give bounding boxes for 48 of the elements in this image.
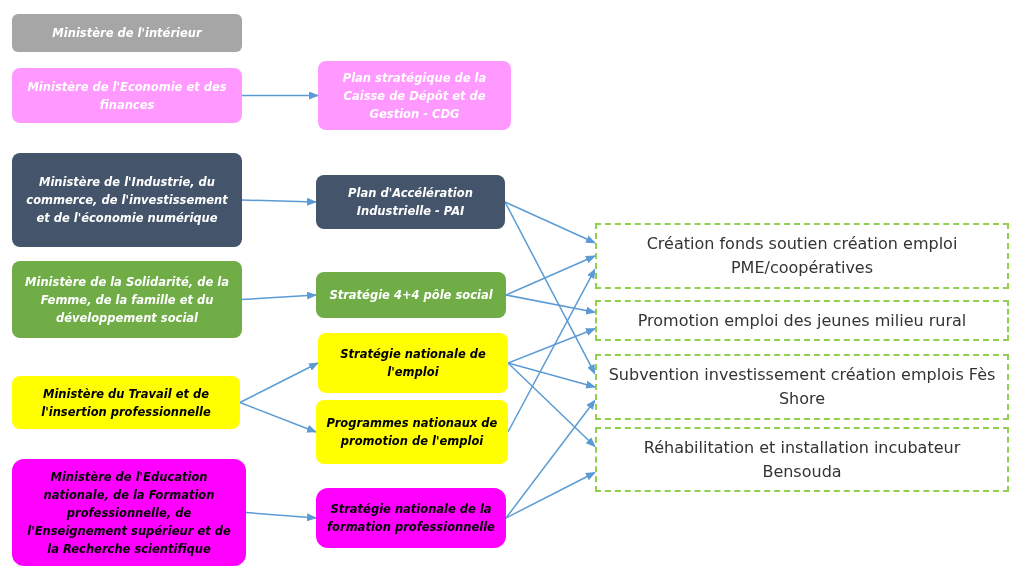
- arrow: [241, 91, 319, 100]
- action-box: [595, 223, 1009, 289]
- strategy-box: [316, 400, 508, 464]
- box-label: Ministère du Travail et de l'insertion professionnelle: [40, 385, 212, 421]
- ministry-box: [12, 376, 240, 429]
- ministry-box: [12, 153, 242, 247]
- box-label: Plan stratégique de la Caisse de Dépôt et de Gestion - CDG: [341, 69, 488, 123]
- arrow: [505, 255, 596, 296]
- box-label: Stratégie nationale de la formation professionnelle: [326, 501, 496, 536]
- ministry-box: [12, 68, 242, 123]
- box-label: Stratégie 4+4 pôle social: [329, 287, 493, 304]
- arrow: [241, 291, 317, 301]
- arrow: [505, 471, 596, 519]
- box-label: Ministère de l'Education nationale, de la Formation professionnelle, de l'Enseignement supérieur et de la Recherche scientifique: [26, 468, 232, 558]
- arrow: [239, 362, 319, 404]
- ministry-box: [12, 261, 242, 338]
- arrow: [507, 268, 596, 433]
- box-label: Ministère de la Solidarité, de la Femme, de la famille et du développement social: [24, 273, 230, 327]
- arrow: [507, 362, 596, 389]
- arrow: [504, 201, 596, 375]
- strategy-box: [316, 175, 505, 229]
- strategy-box: [316, 272, 506, 318]
- box-label: Stratégie nationale de l'emploi: [339, 346, 487, 381]
- box-label: Ministère de l'Industrie, du commerce, de l'investissement et de l'économie numérique: [25, 174, 229, 227]
- action-box: [595, 354, 1009, 420]
- action-box: [595, 300, 1009, 341]
- box-label: Réhabilitation et installation incubateur Bensouda: [642, 436, 962, 483]
- strategy-box: [316, 488, 506, 548]
- arrow: [241, 197, 317, 206]
- box-label: Subvention investissement création emplois Fès Shore: [607, 364, 997, 410]
- arrow: [507, 327, 596, 364]
- arrow: [505, 399, 596, 519]
- ministry-box: [12, 14, 242, 52]
- box-label: Ministère de l'Economie et des finances: [26, 78, 228, 114]
- arrow: [245, 511, 317, 522]
- arrow: [504, 201, 596, 244]
- action-box: [595, 427, 1009, 492]
- arrow: [507, 362, 596, 448]
- arrow: [239, 401, 317, 433]
- strategy-box: [318, 61, 511, 130]
- box-label: Création fonds soutien création emploi PME/coopératives: [645, 233, 959, 279]
- box-label: Ministère de l'intérieur: [52, 25, 202, 42]
- box-label: Promotion emploi des jeunes milieu rural: [637, 309, 967, 332]
- arrow: [505, 294, 596, 315]
- box-label: Plan d'Accélération Industrielle - PAI: [347, 185, 474, 220]
- ministry-box: [12, 459, 246, 566]
- box-label: Programmes nationaux de promotion de l'emploi: [325, 415, 499, 450]
- strategy-box: [318, 333, 508, 393]
